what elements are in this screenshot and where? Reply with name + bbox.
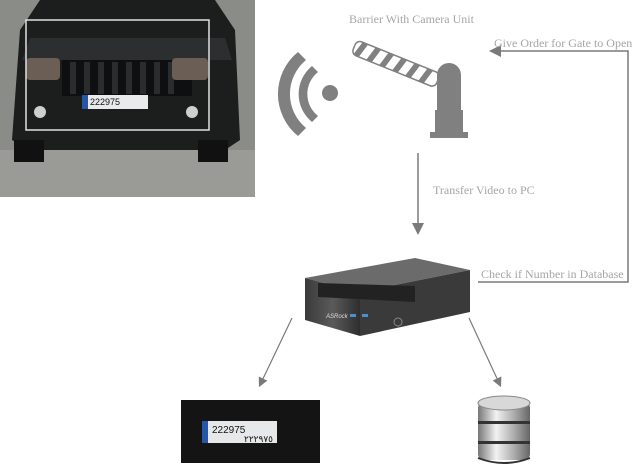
- give-order-label: Give Order for Gate to Open: [494, 36, 633, 50]
- barrier-label: Barrier With Camera Unit: [349, 12, 474, 26]
- transfer-label: Transfer Video to PC: [433, 183, 535, 197]
- plate-crop-image: 222975 ٢٢٢٩٧٥: [181, 400, 320, 463]
- database-arrow: [468, 317, 502, 388]
- database-icon: [477, 395, 531, 464]
- plate-number: 222975: [212, 425, 246, 436]
- pc-icon: ASRock: [305, 258, 470, 336]
- plate-detection-box: [25, 19, 210, 131]
- feedback-arrow: [478, 45, 629, 283]
- plate-arrow: [258, 317, 293, 388]
- pc-brand-label: ASRock: [325, 314, 349, 320]
- plate-arabic: ٢٢٢٩٧٥: [244, 435, 273, 445]
- check-database-label: Check if Number in Database: [481, 267, 624, 281]
- barrier-gate-icon: [352, 40, 468, 138]
- car-photo: 222975: [0, 0, 255, 197]
- car-plate-number: 222975: [90, 97, 120, 107]
- wireless-signal-icon: [277, 52, 338, 136]
